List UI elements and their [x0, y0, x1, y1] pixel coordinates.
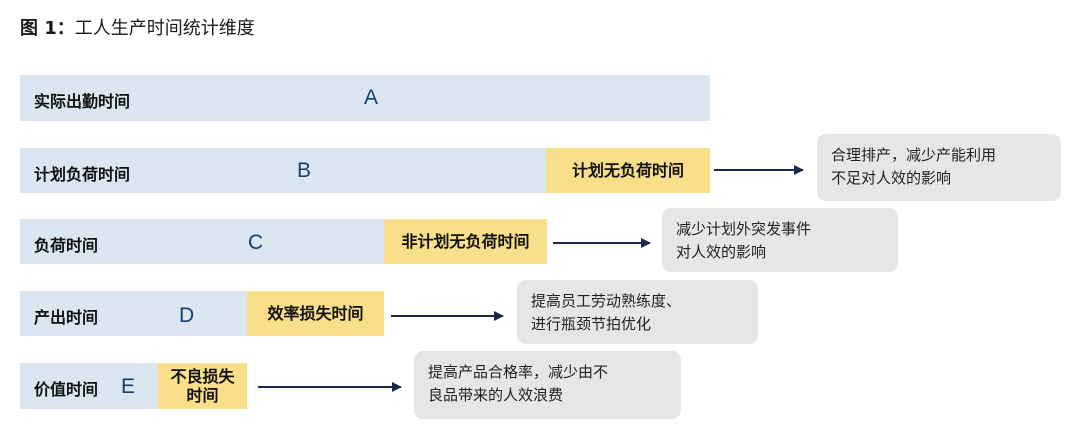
loss-block-e: 不良损失时间 — [158, 363, 247, 409]
bar-label-c: 负荷时间 — [34, 236, 99, 255]
loss-block-c: 非计划无负荷时间 — [384, 219, 547, 264]
bar-label-d: 产出时间 — [34, 308, 99, 327]
bar-planned-load-time — [20, 148, 546, 193]
letter-d: D — [179, 304, 195, 327]
loss-block-d: 效率损失时间 — [247, 291, 384, 336]
bar-load-time — [20, 219, 384, 264]
bar-label-a: 实际出勤时间 — [34, 92, 131, 111]
bar-actual-attendance-time — [20, 75, 710, 121]
note-d: 提高员工劳动熟练度、进行瓶颈节拍优化 — [517, 280, 758, 344]
letter-b: B — [297, 159, 312, 182]
loss-block-b: 计划无负荷时间 — [546, 148, 710, 193]
letter-a: A — [364, 86, 379, 109]
figure-title: 图 1：工人生产时间统计维度 — [20, 18, 255, 39]
note-c: 减少计划外突发事件对人效的影响 — [662, 208, 898, 272]
note-e: 提高产品合格率，减少由不良品带来的人效浪费 — [414, 351, 681, 419]
letter-c: C — [248, 231, 264, 254]
letter-e: E — [121, 375, 136, 398]
note-b: 合理排产，减少产能利用不足对人效的影响 — [817, 134, 1061, 201]
bar-value-time — [20, 363, 158, 409]
bar-label-e: 价值时间 — [34, 380, 99, 399]
bar-label-b: 计划负荷时间 — [34, 165, 131, 184]
bar-output-time — [20, 291, 247, 336]
